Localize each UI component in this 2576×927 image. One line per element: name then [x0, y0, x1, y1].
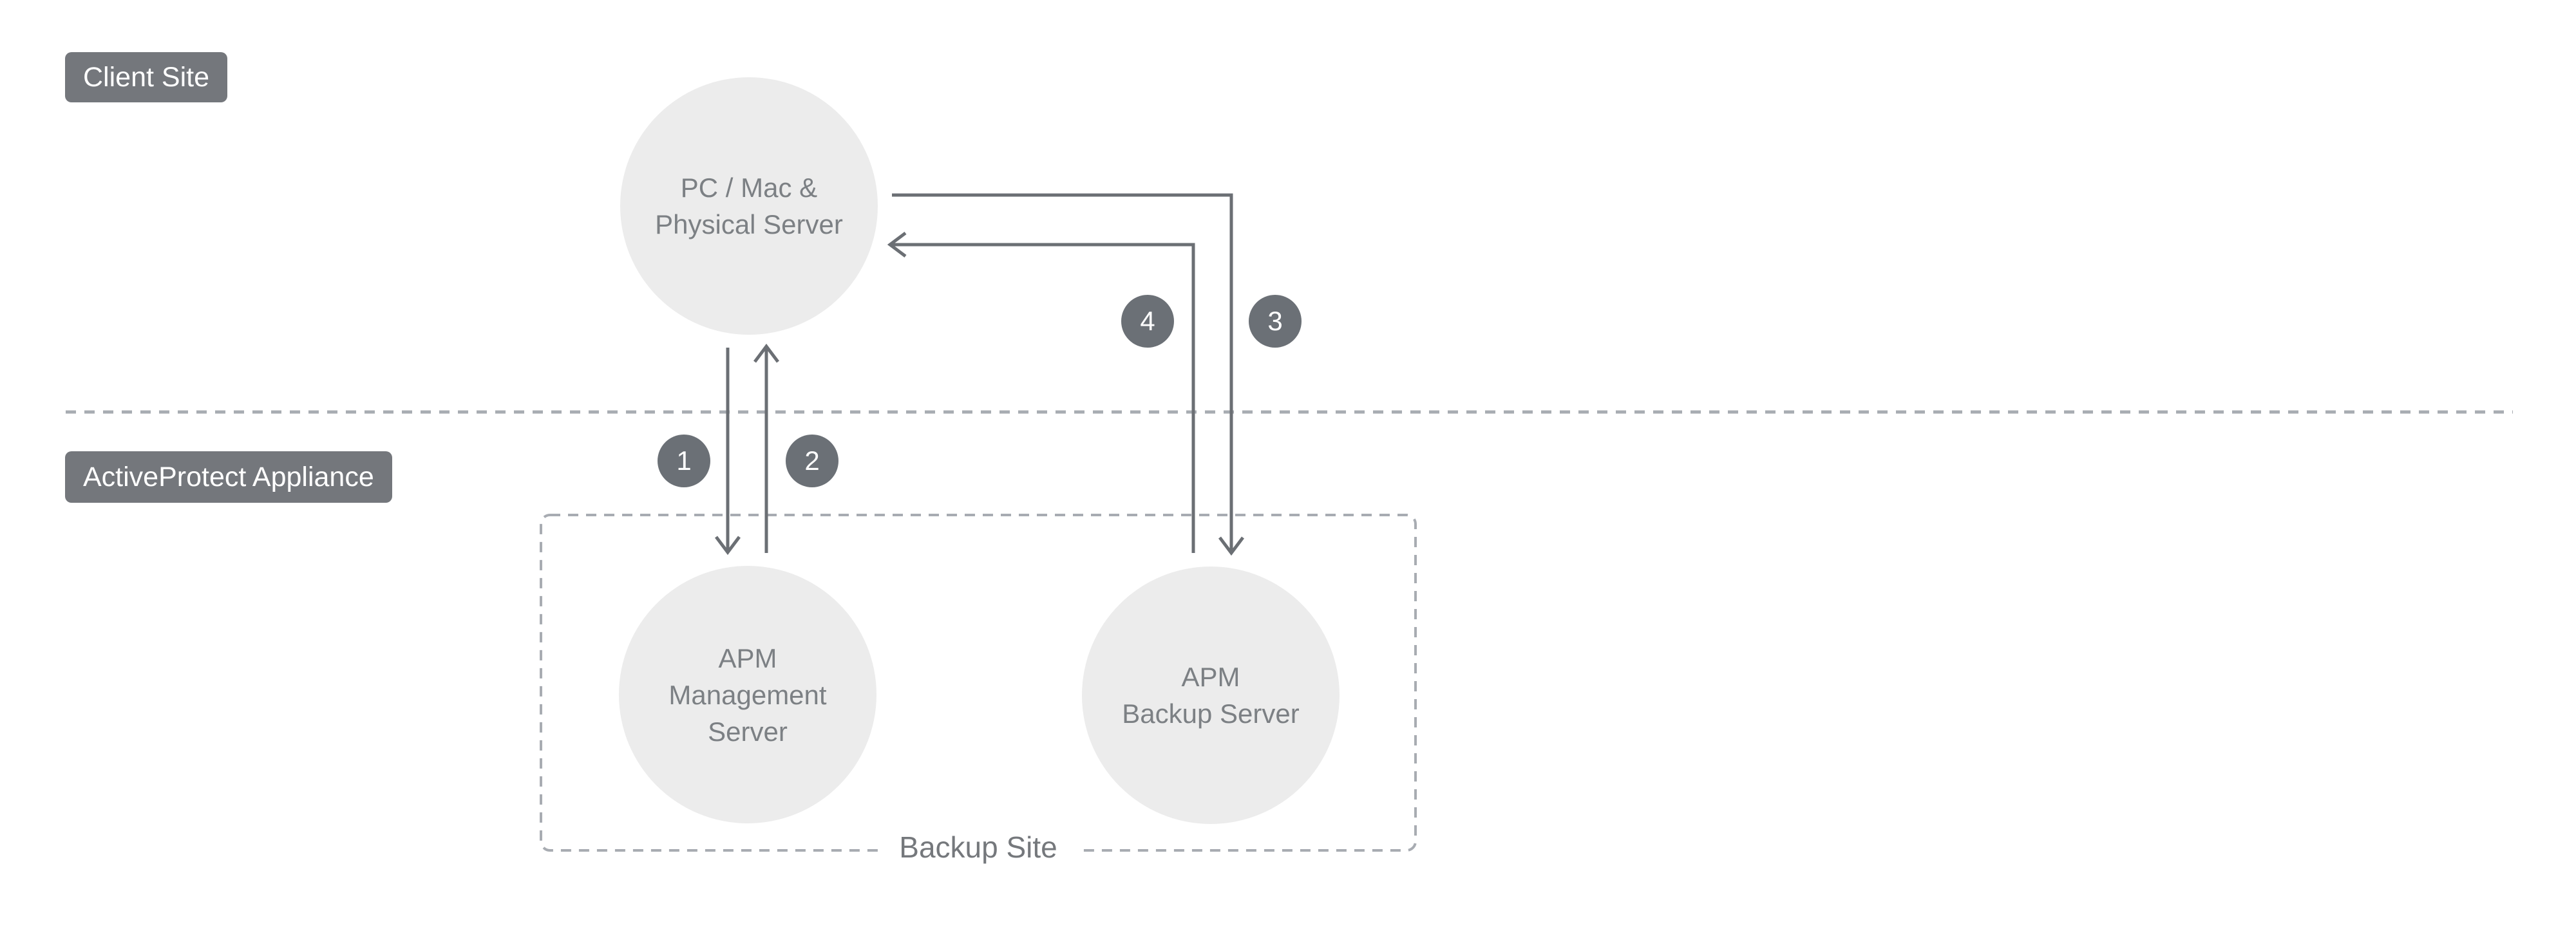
client-site-badge: Client Site — [65, 52, 227, 102]
node-label-line: PC / Mac & — [680, 173, 818, 203]
node-label-line: APM — [718, 642, 777, 673]
arrow-step-1-head-down-icon — [715, 536, 741, 556]
arrow-step-4 — [887, 232, 1195, 553]
activeprotect-appliance-badge: ActiveProtect Appliance — [65, 451, 392, 503]
node-label-line: Server — [708, 716, 788, 747]
node-apm-management-server: APM Management Server — [619, 566, 876, 823]
arrow-step-3 — [892, 193, 1244, 556]
step-badge-2-label: 2 — [804, 445, 820, 476]
step-badge-4-label: 4 — [1140, 306, 1155, 336]
node-apm-backup-server: APM Backup Server — [1082, 566, 1340, 824]
step-badge-1: 1 — [658, 435, 710, 487]
arrow-step-3-head-down-icon — [1218, 536, 1244, 556]
node-label-line: APM — [1181, 662, 1240, 692]
step-badge-3: 3 — [1249, 295, 1302, 348]
arrow-step-2 — [753, 343, 779, 553]
node-label-line: Physical Server — [655, 209, 843, 239]
step-badge-4: 4 — [1121, 295, 1174, 348]
node-label-line: Management — [668, 679, 827, 710]
arrow-step-3-line — [892, 193, 1233, 553]
client-site-badge-label: Client Site — [83, 61, 209, 93]
arrow-step-2-head-up-icon — [753, 343, 779, 363]
node-label-line: Backup Server — [1122, 698, 1300, 729]
activeprotect-appliance-badge-label: ActiveProtect Appliance — [83, 461, 374, 492]
arrow-step-4-line — [890, 243, 1195, 553]
arrow-step-4-head-left-icon — [887, 232, 907, 258]
step-badge-2: 2 — [786, 435, 838, 487]
step-badge-3-label: 3 — [1267, 306, 1283, 336]
arrow-step-1 — [715, 348, 741, 556]
node-pc-mac-physical-server: PC / Mac & Physical Server — [620, 77, 878, 335]
backup-site-label: Backup Site — [880, 830, 1077, 865]
step-badge-1-label: 1 — [676, 445, 692, 476]
